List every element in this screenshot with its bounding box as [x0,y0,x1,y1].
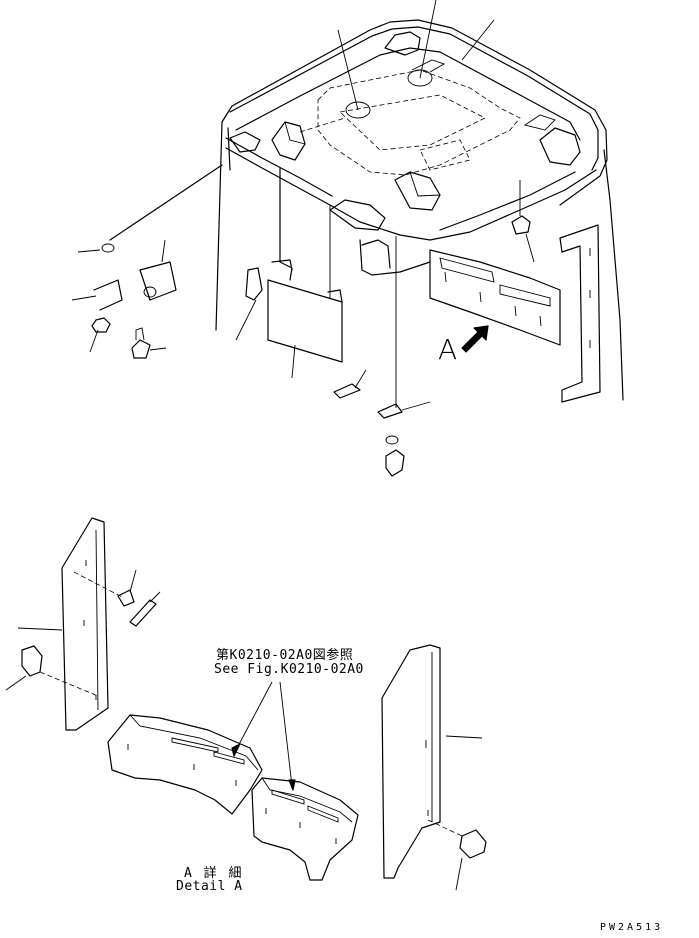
figure-reference-jp: 第K0210-02A0図参照 [216,648,354,663]
mat-and-clips [235,167,535,477]
detail-title-en: Detail A [176,879,243,894]
figure-reference-en: See Fig.K0210-02A0 [214,662,364,677]
detail-front-covers [107,681,359,881]
detail-left-panel [5,517,161,731]
front-cover-assembly [429,224,601,403]
top-leaders [337,0,495,111]
detail-right-panel [381,644,487,891]
drawing-code: PW2A513 [600,922,664,933]
side-plate-fasteners [71,164,223,359]
detail-title-jp: A 詳 細 [184,866,244,881]
view-marker-label: A [438,333,458,366]
cab-frame [215,19,624,401]
